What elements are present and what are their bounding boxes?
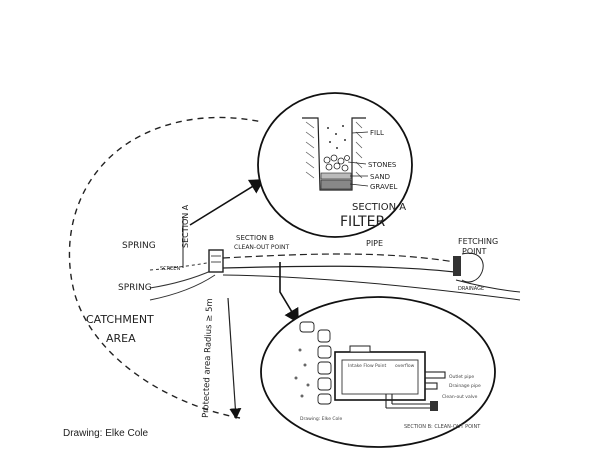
stone-wall bbox=[299, 321, 332, 405]
area-label: AREA bbox=[106, 332, 136, 345]
trench-walls bbox=[302, 117, 366, 191]
protected-area-label: Protected area Radius ≥ 5m bbox=[201, 298, 215, 418]
tank-lid bbox=[349, 345, 371, 353]
drainage-label: DRAINAGE bbox=[458, 286, 484, 292]
pipe-label: PIPE bbox=[366, 239, 383, 248]
fetching-point-box bbox=[453, 256, 461, 276]
pipe-line bbox=[222, 253, 456, 263]
spring-label-upper: SPRING bbox=[122, 241, 156, 251]
sand-label: SAND bbox=[370, 173, 390, 181]
stones-label: STONES bbox=[368, 161, 397, 169]
drainage-line-2 bbox=[455, 279, 521, 293]
gravel-layer bbox=[320, 179, 352, 190]
intake-label: Intake Flow Point bbox=[348, 363, 386, 369]
drainage-pipe-label: Drainage pipe bbox=[449, 383, 481, 389]
drainage-line bbox=[222, 274, 521, 301]
section-a-circle bbox=[257, 92, 413, 238]
filter-title: FILTER bbox=[340, 214, 385, 230]
clean-out-label: CLEAN-OUT POINT bbox=[234, 244, 290, 251]
soil-texture bbox=[294, 348, 310, 398]
spring-flow-lower bbox=[149, 269, 214, 289]
section-b-label: SECTION B bbox=[236, 234, 274, 242]
point-label: POINT bbox=[462, 247, 486, 256]
protected-area-arrow bbox=[227, 297, 242, 420]
arrow-to-section-a bbox=[189, 179, 265, 226]
sand-layer bbox=[320, 172, 352, 180]
spring-flow-lower-2 bbox=[149, 274, 216, 301]
tank-inner bbox=[341, 359, 419, 395]
outlet-pipes bbox=[385, 371, 446, 409]
gravel-label: GRAVEL bbox=[370, 183, 398, 191]
clean-out-point-box bbox=[208, 249, 224, 273]
pipe-line-lower bbox=[222, 265, 456, 273]
valve bbox=[430, 401, 438, 411]
fill-label: FILL bbox=[370, 129, 384, 137]
section-a-vertical-label: SECTION A bbox=[181, 204, 190, 248]
fill-dots bbox=[327, 125, 346, 149]
valve-label: Clean-out valve bbox=[442, 394, 478, 400]
outlet-pipe-label: Outlet pipe bbox=[449, 374, 474, 380]
section-b-detail-title: SECTION B: CLEAN-OUT POINT bbox=[404, 424, 481, 430]
overflow-label: overflow bbox=[395, 363, 415, 369]
spring-label-lower: SPRING bbox=[118, 283, 152, 293]
fetching-label: FETCHING bbox=[458, 237, 498, 246]
stones-fill bbox=[323, 154, 350, 172]
arrow-to-section-b bbox=[279, 262, 299, 324]
screen-label: SCREEN bbox=[160, 266, 180, 272]
trench-hatching bbox=[305, 121, 363, 179]
catchment-label: CATCHMENT bbox=[86, 313, 154, 326]
section-a-title: SECTION A bbox=[352, 202, 406, 213]
drawing-credit: Drawing: Elke Cole bbox=[63, 428, 149, 439]
inner-credit: Drawing: Elke Cole bbox=[300, 416, 343, 422]
